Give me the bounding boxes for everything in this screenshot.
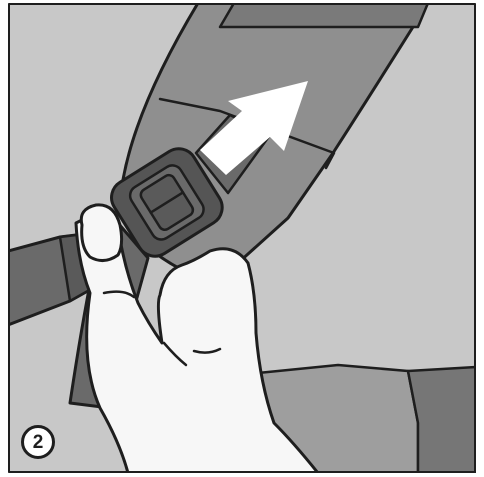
step-number-badge: 2 (21, 425, 55, 459)
thumb (81, 205, 121, 261)
seat-panel-side (408, 367, 476, 473)
strap-edge-top (220, 3, 428, 27)
strap-adjustment-illustration (8, 3, 476, 473)
